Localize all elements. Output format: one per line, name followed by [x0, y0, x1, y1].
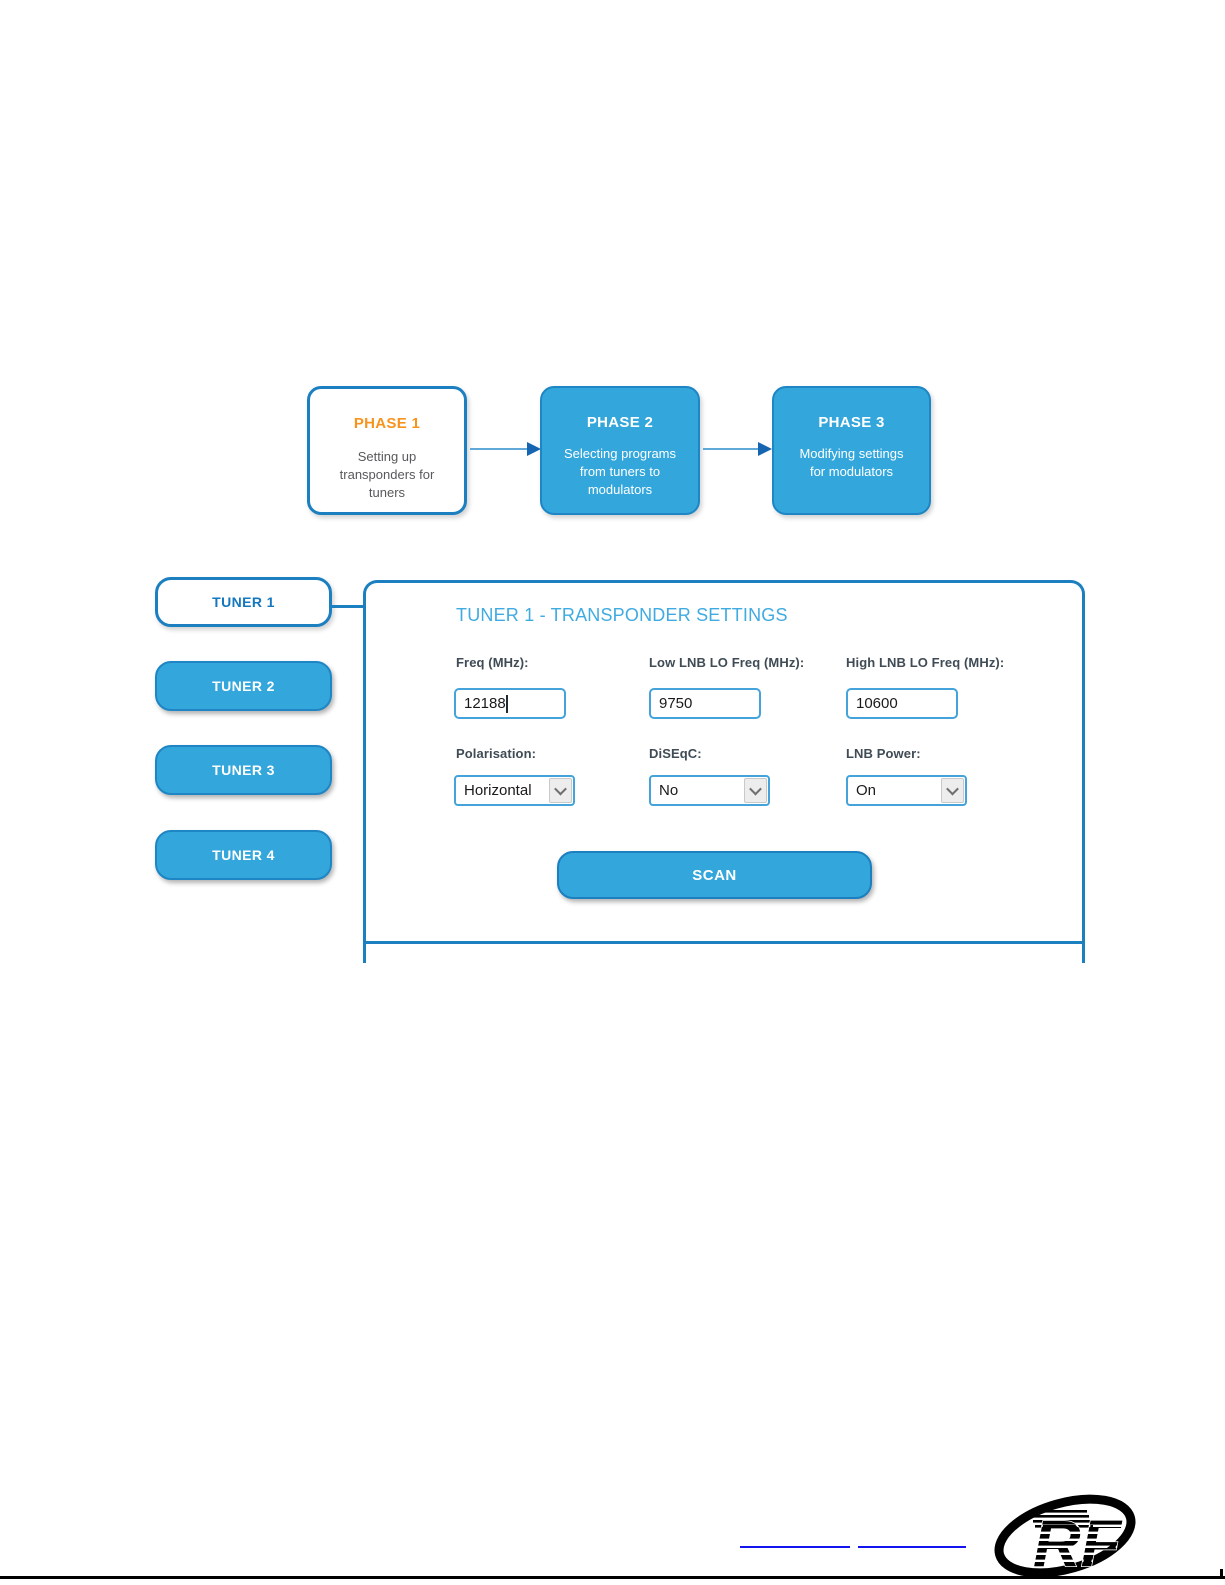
footer-rule	[0, 1576, 1225, 1579]
tuner-panel-connector	[332, 605, 364, 608]
tuner-4-label: TUNER 4	[212, 847, 275, 863]
chevron-down-icon	[941, 778, 964, 803]
rf-logo-graphic: RF	[994, 1494, 1136, 1581]
diseqc-select[interactable]: No	[649, 775, 770, 806]
sidebar-item-tuner-2[interactable]: TUNER 2	[155, 661, 332, 711]
polarisation-select[interactable]: Horizontal	[454, 775, 575, 806]
phase-3-description: Modifying settings for modulators	[799, 446, 904, 479]
freq-label: Freq (MHz):	[456, 655, 529, 670]
chevron-down-icon	[744, 778, 767, 803]
flow-arrow-1-line	[470, 448, 528, 450]
diseqc-label: DiSEqC:	[649, 746, 702, 761]
panel-title: TUNER 1 - TRANSPONDER SETTINGS	[456, 605, 788, 625]
flow-arrow-1-head	[527, 442, 541, 456]
phase-box-1: PHASE 1 Setting up transponders for tune…	[307, 386, 467, 515]
phase-box-2: PHASE 2 Selecting programs from tuners t…	[540, 386, 700, 515]
scan-button[interactable]: SCAN	[557, 851, 872, 899]
lnb-power-select[interactable]: On	[846, 775, 967, 806]
lnb-power-value: On	[856, 782, 877, 799]
low-lnb-input[interactable]	[649, 688, 761, 719]
flow-arrow-2-line	[703, 448, 759, 450]
sidebar-item-tuner-4[interactable]: TUNER 4	[155, 830, 332, 880]
svg-text:RF: RF	[1033, 1506, 1123, 1578]
high-lnb-label: High LNB LO Freq (MHz):	[846, 655, 1005, 670]
tuner-3-label: TUNER 3	[212, 762, 275, 778]
sidebar-item-tuner-1[interactable]: TUNER 1	[155, 577, 332, 627]
chevron-down-icon	[549, 778, 572, 803]
tuner-1-label: TUNER 1	[212, 594, 275, 610]
scan-button-label: SCAN	[692, 866, 737, 884]
diseqc-value: No	[659, 782, 679, 799]
low-lnb-label: Low LNB LO Freq (MHz):	[649, 655, 805, 670]
polarisation-label: Polarisation:	[456, 746, 537, 761]
footer-link-2[interactable]	[858, 1546, 966, 1548]
polarisation-value: Horizontal	[464, 782, 532, 799]
footer-link-1[interactable]	[740, 1546, 850, 1548]
freq-input[interactable]	[454, 688, 566, 719]
panel-divider	[366, 941, 1082, 944]
tuner-2-label: TUNER 2	[212, 678, 275, 694]
sidebar-item-tuner-3[interactable]: TUNER 3	[155, 745, 332, 795]
rf-logo: RF	[985, 1492, 1157, 1581]
high-lnb-input[interactable]	[846, 688, 958, 719]
footer-rule-tick	[1220, 1569, 1223, 1577]
phase-1-title: PHASE 1	[353, 415, 421, 432]
phase-1-description: Setting up transponders for tuners	[339, 449, 435, 500]
text-caret	[506, 695, 508, 713]
phase-2-description: Selecting programs from tuners to modula…	[564, 446, 676, 497]
transponder-settings-panel: TUNER 1 - TRANSPONDER SETTINGS Freq (MHz…	[363, 580, 1085, 963]
lnb-power-label: LNB Power:	[846, 746, 921, 761]
phase-2-title: PHASE 2	[586, 414, 654, 431]
phase-box-3: PHASE 3 Modifying settings for modulator…	[772, 386, 931, 515]
phase-3-title: PHASE 3	[818, 414, 885, 431]
flow-arrow-2-head	[758, 442, 772, 456]
